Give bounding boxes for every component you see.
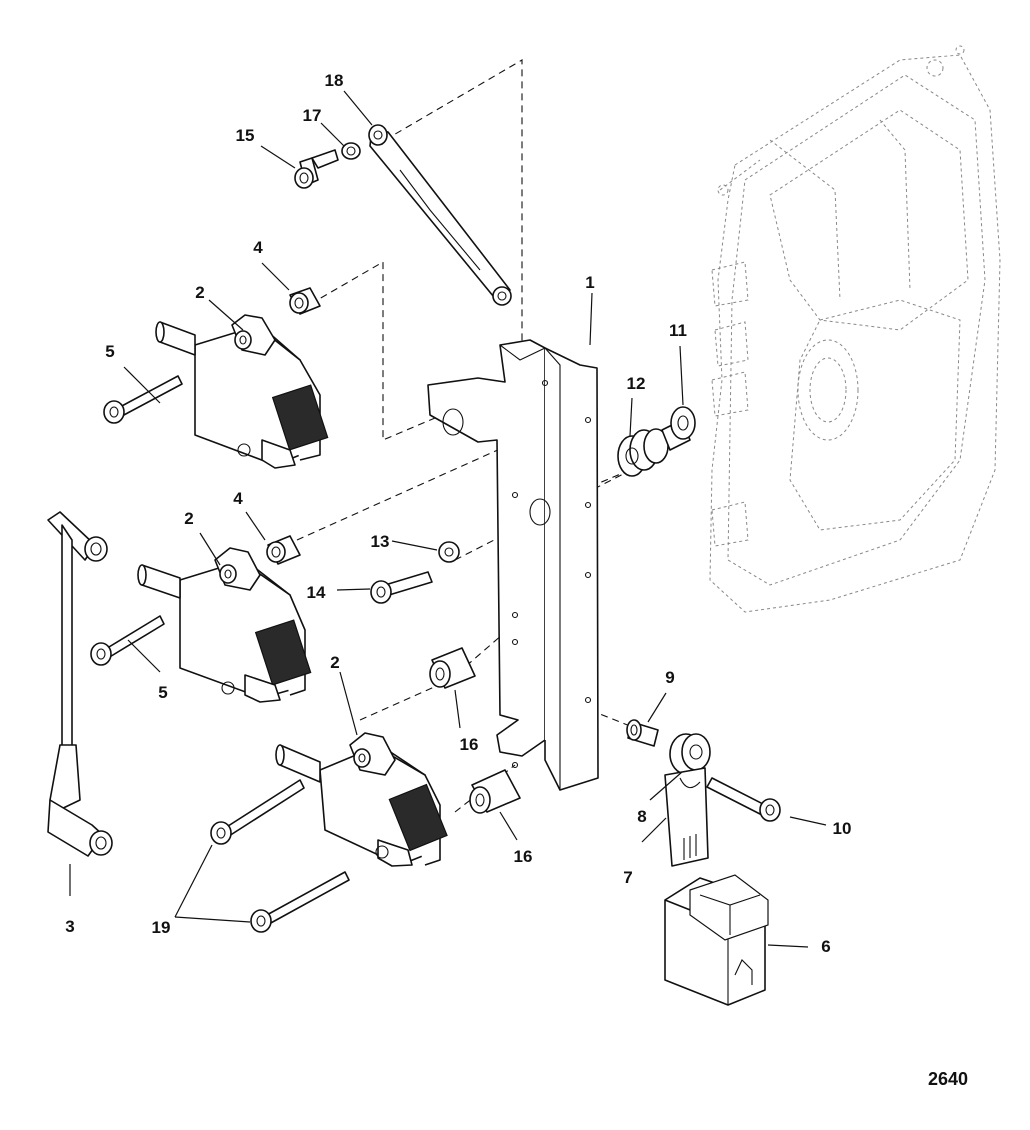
figure-number: 2640 xyxy=(928,1069,968,1089)
callout-16-lower: 16 xyxy=(514,847,533,866)
bolt-19-upper-part xyxy=(210,779,305,845)
bolt-15-part xyxy=(294,149,339,189)
callout-1: 1 xyxy=(585,273,594,292)
callout-4-upper: 4 xyxy=(253,238,263,257)
grommet-12-part xyxy=(617,428,669,477)
callout-17: 17 xyxy=(303,106,322,125)
spacer-16-upper-part xyxy=(429,647,476,689)
callout-5-lower: 5 xyxy=(158,683,167,702)
leader-lines xyxy=(69,90,827,948)
callout-2-upper: 2 xyxy=(195,283,204,302)
sleeve-11-part xyxy=(661,406,696,451)
relay-bracket-7-part xyxy=(664,767,709,867)
callout-2-lower: 2 xyxy=(330,653,339,672)
relay-6-part xyxy=(664,874,769,1006)
bolt-5-lower-part xyxy=(90,615,165,666)
bolt-5-upper-part xyxy=(103,375,183,424)
callout-3: 3 xyxy=(65,917,74,936)
callout-11: 11 xyxy=(669,321,687,340)
engine-cover-outline xyxy=(709,45,1001,613)
callout-10: 10 xyxy=(833,819,852,838)
callout-19: 19 xyxy=(152,918,171,937)
sleeve-9-part xyxy=(626,719,659,747)
callout-13: 13 xyxy=(371,532,390,551)
bolt-10-part xyxy=(706,777,781,822)
callout-14: 14 xyxy=(307,583,326,602)
ignition-coil-upper-part xyxy=(155,314,329,469)
callout-6: 6 xyxy=(821,937,830,956)
callout-18: 18 xyxy=(325,71,344,90)
callout-7: 7 xyxy=(623,868,632,887)
spacer-4-lower-part xyxy=(266,535,301,565)
ignition-coil-middle-part xyxy=(137,547,312,703)
callout-8: 8 xyxy=(637,807,646,826)
ground-strap-part xyxy=(368,124,512,306)
callout-12: 12 xyxy=(627,374,646,393)
washer-17-part xyxy=(341,142,361,160)
callout-15: 15 xyxy=(236,126,255,145)
callout-4-lower: 4 xyxy=(233,489,243,508)
spark-plug-wire-part xyxy=(47,511,113,857)
spacer-4-upper-part xyxy=(289,287,321,315)
ignition-coil-lower-part xyxy=(275,732,448,867)
callout-2-middle: 2 xyxy=(184,509,193,528)
callout-9: 9 xyxy=(665,668,674,687)
callout-labels: 1 2 2 2 3 4 4 5 5 6 7 8 9 10 11 12 13 14… xyxy=(65,71,851,956)
bolt-19-lower-part xyxy=(250,871,350,933)
mounting-bracket-part xyxy=(427,339,599,791)
washer-13-part xyxy=(438,541,460,563)
bolt-14-part xyxy=(370,571,433,604)
callout-5-upper: 5 xyxy=(105,342,114,361)
callout-16-upper: 16 xyxy=(460,735,479,754)
spacer-16-lower-part xyxy=(469,769,521,814)
